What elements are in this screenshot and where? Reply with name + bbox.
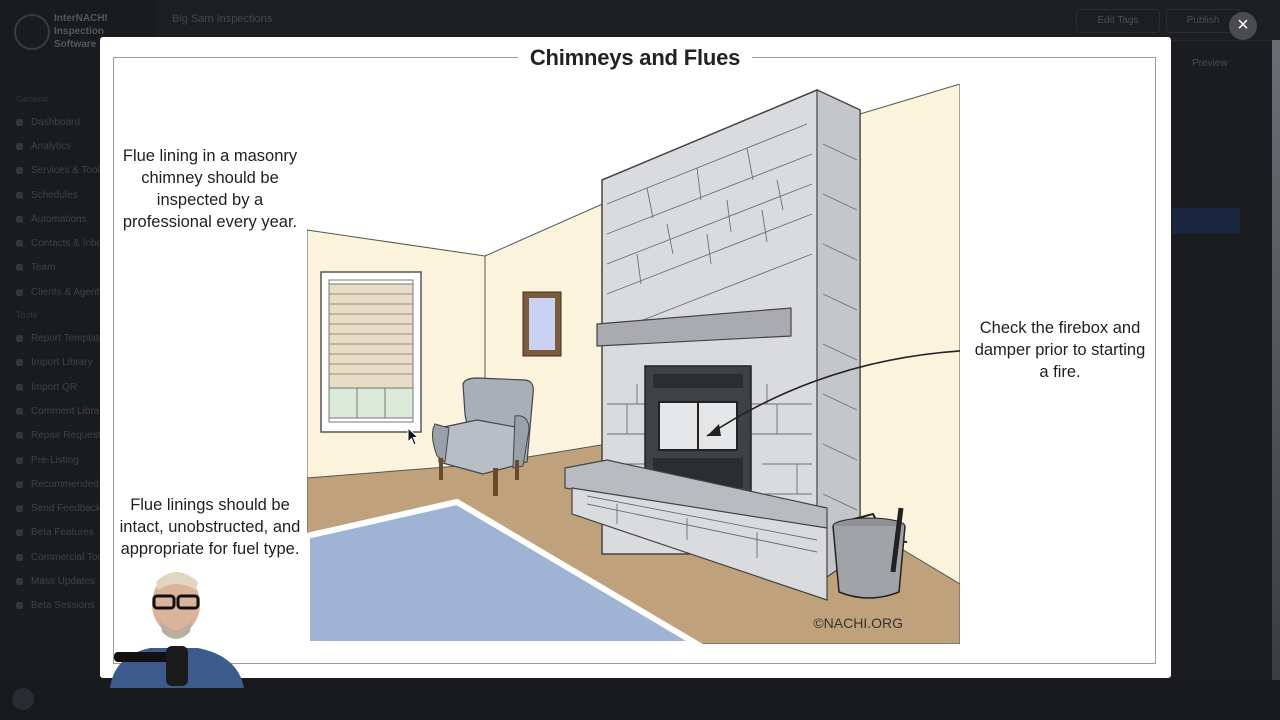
user-avatar[interactable]	[12, 688, 34, 710]
nav-icon	[16, 602, 23, 610]
armchair-illustration	[431, 377, 534, 496]
nav-item-send-feedback[interactable]: Send Feedback	[16, 496, 151, 520]
app-brand: InterNACHI Inspection Software	[54, 13, 108, 50]
background-window-edge	[1272, 40, 1280, 680]
presenter-webcam	[110, 572, 244, 688]
nav-icon	[16, 407, 23, 415]
close-icon: ×	[1237, 14, 1249, 36]
nav-icon	[16, 529, 23, 537]
nav-icon	[16, 215, 23, 223]
nav-item-team[interactable]: Team	[16, 256, 151, 280]
image-modal: Chimneys and Flues Flue lining in a maso…	[100, 37, 1171, 678]
nav-icon	[16, 432, 23, 440]
nav-icon	[16, 118, 23, 126]
nav-item-import-qr[interactable]: Import QR	[16, 375, 151, 399]
nav-icon	[16, 383, 23, 391]
window-illustration	[320, 271, 422, 433]
nav-section-general: General	[16, 94, 49, 104]
nav-item-commercial-tools[interactable]: Commercial Tools	[16, 545, 151, 569]
callout-flue-inspection: Flue lining in a masonry chimney should …	[122, 147, 298, 231]
nav-icon	[16, 191, 23, 199]
nav-icon	[16, 505, 23, 513]
nav-item-dashboard[interactable]: Dashboard	[16, 110, 151, 134]
nav-icon	[16, 167, 23, 175]
nav-icon	[16, 264, 23, 272]
nav-icon	[16, 288, 23, 296]
chimney-illustration	[564, 89, 960, 601]
nav-item-recommended[interactable]: Recommended	[16, 472, 151, 496]
background-topbar	[155, 0, 1280, 41]
background-primary-button[interactable]	[1172, 208, 1240, 234]
breadcrumb[interactable]: Big Sam Inspections	[172, 13, 273, 25]
nav-item-services[interactable]: Services & Tools	[16, 159, 151, 183]
nav-item-schedules[interactable]: Schedules	[16, 183, 151, 207]
mouse-cursor-icon	[407, 427, 420, 446]
nav-icon	[16, 456, 23, 464]
app-logo-icon	[14, 14, 50, 50]
preview-button[interactable]: Preview	[1192, 58, 1228, 69]
nav-icon	[16, 553, 23, 561]
background-nav: General Dashboard Analytics Services & T…	[16, 88, 151, 618]
callout-flue-condition: Flue linings should be intact, unobstruc…	[119, 496, 301, 558]
nav-item-automations[interactable]: Automations	[16, 207, 151, 231]
ash-bucket-illustration	[832, 507, 908, 599]
nav-icon	[16, 142, 23, 150]
chimney-room-illustration: ©NACHI.ORG	[307, 84, 960, 644]
nav-item-comment-library[interactable]: Comment Library	[16, 399, 151, 423]
nav-item-clients[interactable]: Clients & Agents	[16, 280, 151, 304]
nav-icon	[16, 240, 23, 248]
nav-section-tools: Tools	[16, 310, 38, 321]
nav-icon	[16, 335, 23, 343]
nav-item-beta-features[interactable]: Beta Features	[16, 521, 151, 545]
nav-icon	[16, 577, 23, 585]
nav-item-mass-updates[interactable]: Mass Updates	[16, 569, 151, 593]
nav-icon	[16, 480, 23, 488]
callout-firebox-check: Check the firebox and damper prior to st…	[974, 319, 1146, 381]
nav-icon	[16, 359, 23, 367]
wall-picture-illustration	[522, 291, 562, 357]
slide-title: Chimneys and Flues	[518, 45, 752, 71]
nav-item-contacts[interactable]: Contacts & Inbox	[16, 231, 151, 255]
credit-text: ©NACHI.ORG	[813, 615, 903, 631]
nav-item-import-library[interactable]: Import Library	[16, 351, 151, 375]
close-modal-button[interactable]: ×	[1229, 12, 1257, 40]
edit-tags-button[interactable]: Edit Tags	[1076, 9, 1160, 33]
nav-item-repair-requests[interactable]: Repair Requests	[16, 424, 151, 448]
nav-item-analytics[interactable]: Analytics	[16, 134, 151, 158]
nav-item-report-templates[interactable]: Report Templates	[16, 326, 151, 350]
nav-item-pre-listing[interactable]: Pre-Listing	[16, 448, 151, 472]
nav-item-beta-sessions[interactable]: Beta Sessions	[16, 594, 151, 618]
